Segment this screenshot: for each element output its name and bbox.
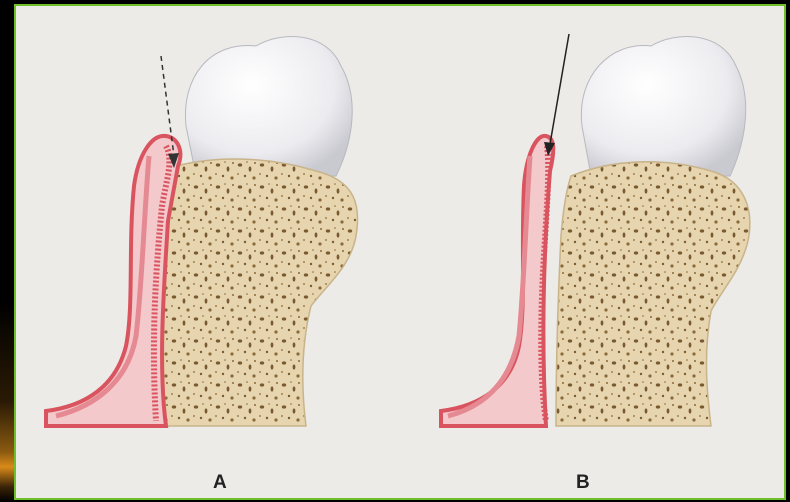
figure-frame: A B bbox=[14, 4, 786, 500]
panel-label-b: B bbox=[576, 472, 590, 494]
alveolar-bone-a bbox=[156, 159, 358, 426]
tooth-crown-b bbox=[581, 36, 745, 176]
tooth-crown-a bbox=[185, 36, 352, 176]
panel-a bbox=[46, 36, 358, 426]
panel-label-a: A bbox=[213, 472, 227, 494]
alveolar-bone-b bbox=[556, 162, 750, 426]
panel-b bbox=[441, 34, 750, 426]
periodontal-diagram bbox=[16, 6, 786, 500]
